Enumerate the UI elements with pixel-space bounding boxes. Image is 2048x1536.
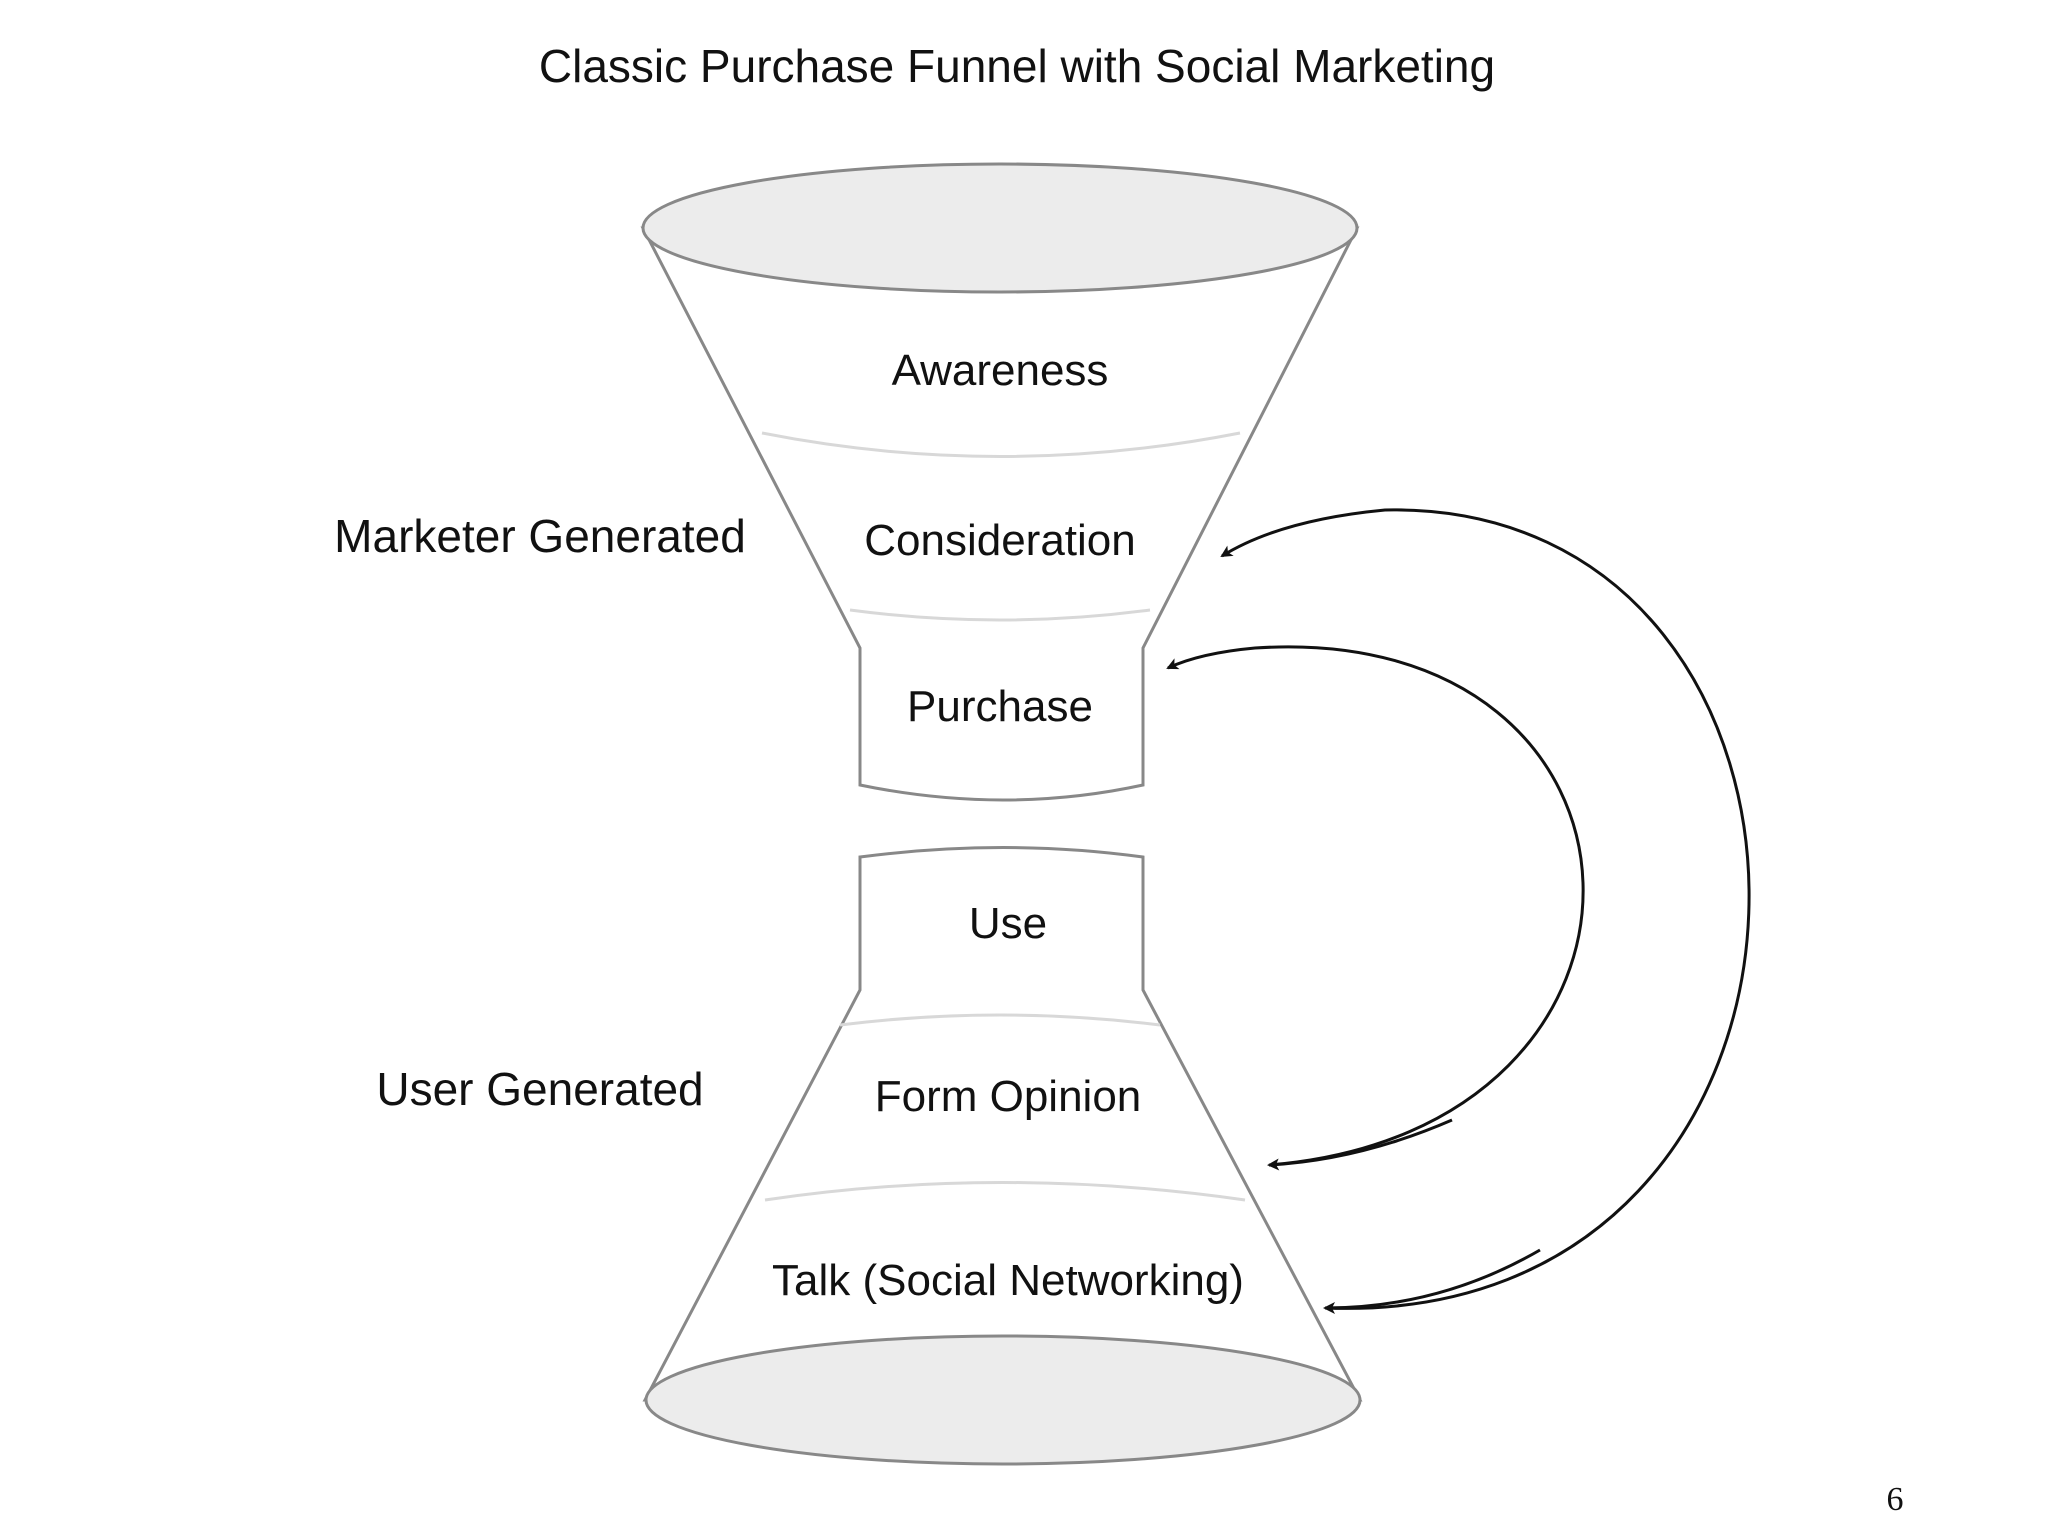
- diagram-title: Classic Purchase Funnel with Social Mark…: [539, 40, 1495, 92]
- stage-talk: Talk (Social Networking): [772, 1256, 1244, 1305]
- bottom-funnel-band: [764, 1181, 1246, 1202]
- stage-form-opinion: Form Opinion: [875, 1072, 1142, 1121]
- top-funnel-body: [640, 226, 1360, 802]
- bottom-funnel-body: [642, 846, 1363, 1402]
- marketer-generated-label: Marketer Generated: [334, 510, 746, 562]
- top-funnel-band: [849, 608, 1151, 622]
- feedback-arrow-outer-end: [1323, 1248, 1541, 1314]
- feedback-arrow-inner-end: [1267, 1118, 1453, 1171]
- stage-consideration: Consideration: [864, 516, 1136, 565]
- bottom-funnel-band: [839, 1013, 1161, 1027]
- feedback-arrow-outer: [1220, 508, 1751, 1310]
- top-funnel-band: [761, 431, 1241, 458]
- stage-use: Use: [969, 899, 1047, 948]
- user-generated-label: User Generated: [376, 1063, 703, 1115]
- stage-awareness: Awareness: [892, 346, 1109, 395]
- top-funnel-rim: [641, 162, 1359, 294]
- bottom-funnel-rim: [644, 1334, 1362, 1466]
- page-number: 6: [1887, 1481, 1904, 1518]
- bottom-funnel: Use Form Opinion Talk (Social Networking…: [642, 846, 1363, 1466]
- stage-purchase: Purchase: [907, 682, 1093, 731]
- feedback-arrow-inner: [1166, 645, 1585, 1167]
- top-funnel: Awareness Consideration Purchase: [640, 162, 1360, 802]
